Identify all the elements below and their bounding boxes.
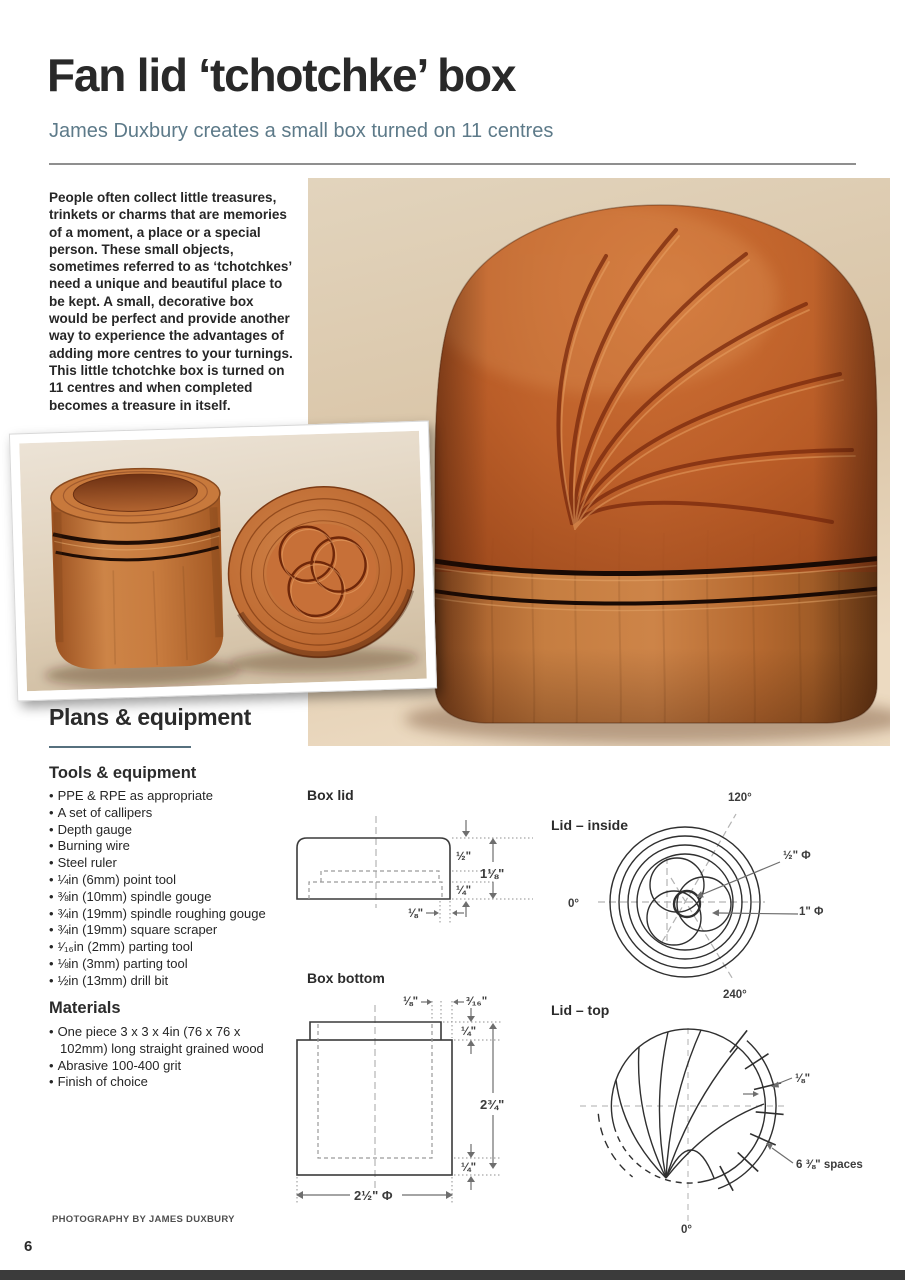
list-item: ⅜in (10mm) spindle gouge [49,889,274,906]
tenon [309,1021,442,1040]
main-photo [308,178,905,746]
diagram-title-box-lid: Box lid [307,787,354,803]
main-photo-art [308,178,905,746]
list-item: Steel ruler [49,855,274,872]
list-item: ¹⁄₁₆in (2mm) parting tool [49,939,274,956]
diagram-title-box-bottom: Box bottom [307,970,385,986]
svg-text:½": ½" [456,851,471,863]
page-number: 6 [24,1238,33,1255]
svg-text:240°: 240° [723,989,747,1001]
list-item: One piece 3 x 3 x 4in (76 x 76 x 102mm) … [49,1024,274,1058]
lid-cross-section [296,837,451,900]
page-edge-bar [0,1270,905,1280]
svg-text:¼": ¼" [456,885,471,897]
list-item: Finish of choice [49,1074,274,1091]
construction-lines [598,813,765,982]
inset-photo [8,420,438,702]
page-subtitle: James Duxbury creates a small box turned… [49,120,554,142]
lid-circle [610,1028,767,1183]
list-item: Burning wire [49,838,274,855]
plans-heading: Plans & equipment [49,704,251,730]
fan-curves [615,1029,765,1179]
inset-photo-art [19,430,427,692]
list-item: PPE & RPE as appropriate [49,788,274,805]
svg-text:⅛": ⅛" [408,908,423,920]
diagram-title-lid-top: Lid – top [551,1002,610,1018]
list-item: Abrasive 100-400 grit [49,1058,274,1075]
interlocking-circles [278,525,369,620]
construction-lines [580,1028,784,1222]
upturned-lid [227,486,416,659]
svg-text:2½" Φ: 2½" Φ [354,1188,393,1203]
fan-carving [556,228,856,530]
list-item: ¾in (19mm) square scraper [49,922,274,939]
box-outline [434,204,878,724]
center-circle [672,889,702,919]
diagram-title-lid-inside: Lid – inside [551,817,629,833]
list-item: Depth gauge [49,822,274,839]
wooden-box [435,205,877,723]
header-divider [49,163,856,165]
offset-rim-arc [717,1040,777,1190]
svg-text:⅛": ⅛" [403,996,418,1008]
svg-text:³⁄₁₆": ³⁄₁₆" [466,996,487,1008]
tools-heading: Tools & equipment [49,764,197,782]
materials-list: One piece 3 x 3 x 4in (76 x 76 x 102mm) … [49,1024,274,1091]
svg-text:2¾": 2¾" [480,1097,504,1112]
svg-text:120°: 120° [728,792,752,804]
svg-text:¼": ¼" [461,1162,476,1174]
intro-paragraph: People often collect little treasures, t… [49,190,293,413]
svg-text:1" Φ: 1" Φ [799,906,824,918]
diagram-lid-inside: 120° 0° 240° ½" Φ 1" Φ [568,792,824,1001]
diagram-box-bottom: ⅛" ³⁄₁₆" ¼" 2¾" ¼" 2½" Φ [296,996,504,1203]
svg-text:½" Φ: ½" Φ [783,850,811,862]
svg-text:⅛": ⅛" [795,1073,810,1085]
plans-divider [49,746,191,748]
tools-list: PPE & RPE as appropriate A set of callip… [49,788,274,990]
open-box-body [50,467,224,670]
list-item: A set of callipers [49,805,274,822]
svg-text:¼": ¼" [461,1026,476,1038]
materials-heading: Materials [49,999,121,1017]
concentric-rings [609,826,761,978]
list-item: ¼in (6mm) point tool [49,872,274,889]
list-item: ½in (13mm) drill bit [49,973,274,990]
body-cross-section [296,1039,453,1176]
svg-text:1⅛": 1⅛" [480,866,504,881]
page-title: Fan lid ‘tchotchke’ box [47,49,516,101]
photo-credit: PHOTOGRAPHY BY JAMES DUXBURY [52,1214,235,1225]
svg-text:0°: 0° [681,1224,692,1236]
list-item: ¾in (19mm) spindle roughing gouge [49,906,274,923]
diagram-lid-top: ⅛" 6 ⅜" spaces 0° [580,1028,863,1236]
list-item: ⅛in (3mm) parting tool [49,956,274,973]
diagram-box-lid: ½" ¼" 1⅛" ⅛" [296,816,533,924]
svg-text:0°: 0° [568,898,579,910]
svg-text:6 ⅜" spaces: 6 ⅜" spaces [796,1159,863,1171]
